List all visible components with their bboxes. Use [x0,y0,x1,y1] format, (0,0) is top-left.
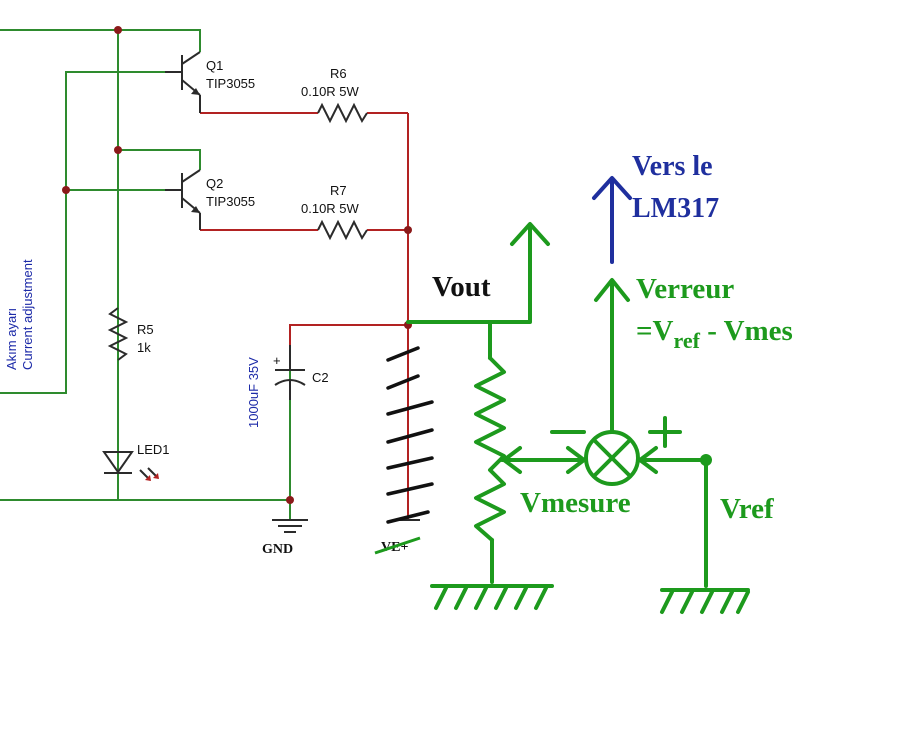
red-wires [200,112,409,520]
formula-prefix: =V [636,315,674,347]
strike-marks [386,346,434,524]
r7-value: 0.10R 5W [301,201,360,216]
resistor-r7 [317,219,368,241]
vout-label: Vout [432,271,491,303]
vmesure-label: Vmesure [520,487,631,519]
transistor-q1 [165,51,201,113]
transistor-q2 [165,169,201,230]
ground-symbol [272,519,308,533]
resistor-r5 [107,307,129,361]
r6-ref: R6 [330,66,347,81]
capacitor-c2 [274,345,306,400]
vers-le-label: Vers le [632,151,713,182]
vplus-strike [374,536,421,555]
label-akim-ayari: Akım ayarı [4,308,19,370]
c2-polarity: + [273,353,281,368]
gnd-label: GND [262,542,293,557]
label-current-adjustment: Current adjustment [20,259,35,370]
lm317-label: LM317 [632,193,719,224]
formula-sub: ref [673,328,700,353]
led-light-arrows [145,473,159,481]
verreur-label: Verreur [636,273,734,305]
r5-ref: R5 [137,322,154,337]
q1-value: TIP3055 [206,76,255,91]
formula-suffix: - Vmes [700,315,793,347]
r5-value: 1k [137,340,151,355]
formula-label: =Vref - Vmes [636,315,793,353]
q2-value: TIP3055 [206,194,255,209]
r6-value: 0.10R 5W [301,84,360,99]
feedback-annotation [406,222,750,614]
junction-dots [62,26,412,504]
c2-value: 1000uF 35V [246,357,261,428]
vref-label: Vref [720,493,774,525]
led1-ref: LED1 [137,442,170,457]
q1-ref: Q1 [206,58,223,73]
lm317-arrow [592,176,632,264]
c2-ref: C2 [312,370,329,385]
r7-ref: R7 [330,183,347,198]
q2-ref: Q2 [206,176,223,191]
resistor-r6 [317,102,368,124]
vref-junction [700,454,712,466]
current-adjustment-label: Akım ayarı Current adjustment [4,259,35,370]
